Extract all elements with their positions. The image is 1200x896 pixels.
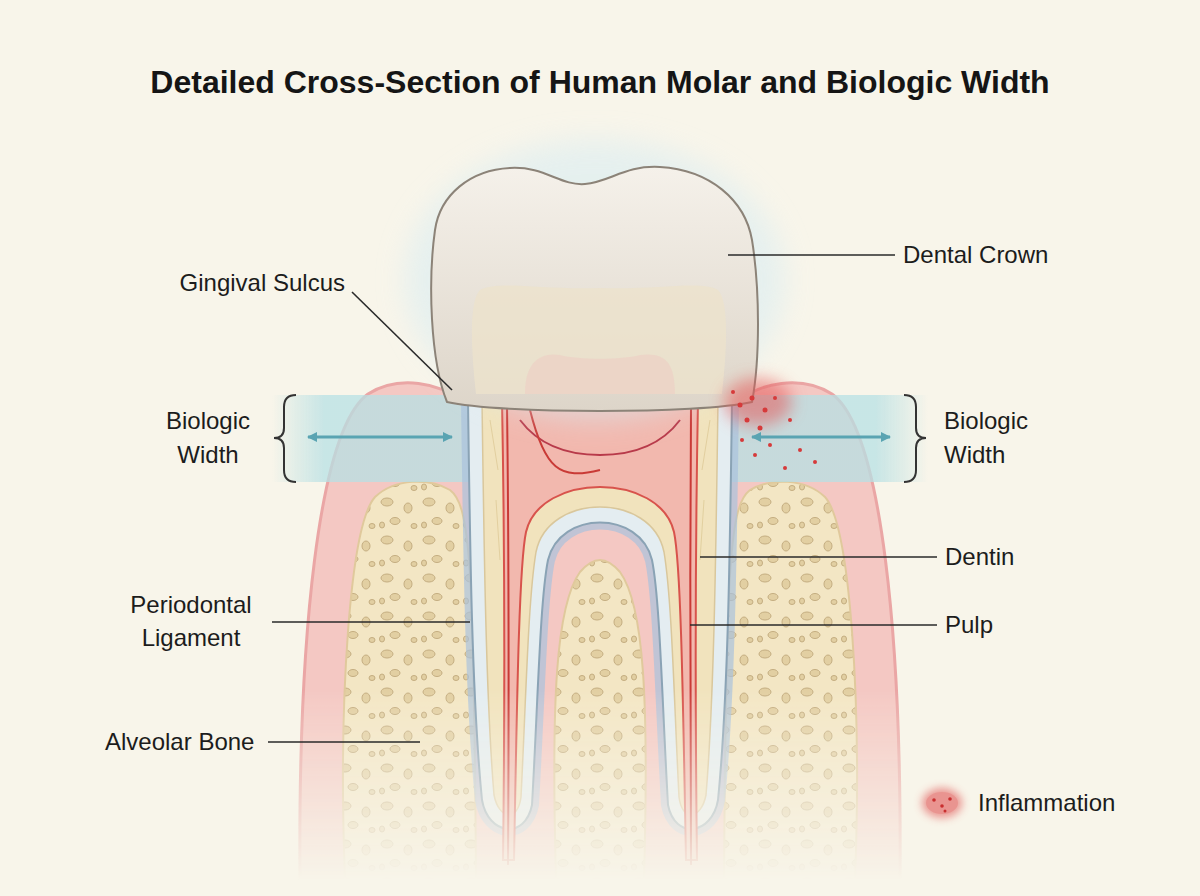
legend-dots: [932, 797, 952, 812]
width-label: Biologic Width: [944, 404, 1064, 472]
brackets: [274, 395, 926, 482]
part-label: Periodontal Ligament: [112, 588, 270, 654]
interradicular-bone: [554, 560, 646, 880]
inflammation-spots: [724, 378, 817, 470]
crown-glow: [405, 140, 785, 420]
legend-text: Inflammation: [978, 788, 1115, 818]
part-label: Alveolar Bone: [105, 727, 254, 757]
pulp-chamber: [502, 400, 698, 860]
dental-crown: [431, 167, 758, 411]
biologic-width-arrows: [308, 436, 890, 439]
tissue-group: [272, 383, 928, 880]
pulp-vessels: [507, 405, 691, 865]
part-label: Pulp: [945, 610, 993, 640]
width-label: Biologic Width: [150, 404, 266, 472]
leader-lines: [268, 255, 937, 742]
part-label: Dental Crown: [903, 240, 1048, 270]
crown-dentin: [472, 285, 726, 394]
alveolar-bone-right: [724, 482, 857, 880]
legend-swatch: [926, 792, 958, 814]
pulp-horn: [525, 354, 675, 394]
part-label: Dentin: [945, 542, 1014, 572]
part-label: Gingival Sulcus: [180, 268, 345, 298]
diagram-title: Detailed Cross-Section of Human Molar an…: [0, 62, 1200, 102]
alveolar-bone-left: [343, 482, 476, 880]
